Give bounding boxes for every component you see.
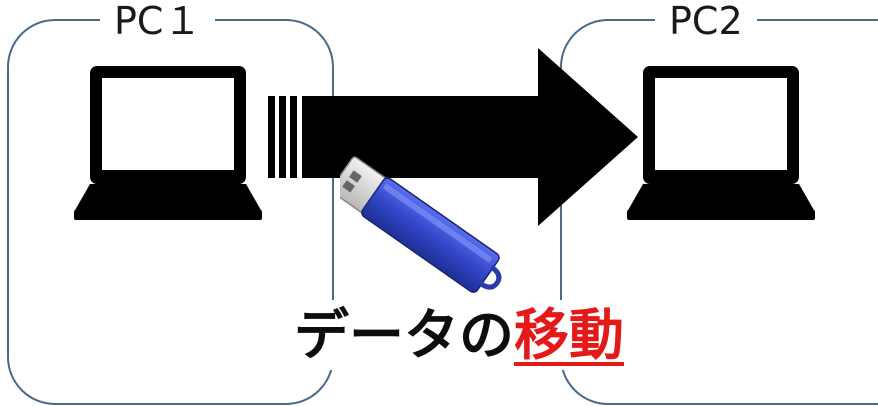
caption-main-text: データの	[294, 303, 515, 367]
pc1-label: PC１	[100, 0, 216, 46]
pc2-label: PC2	[655, 0, 757, 46]
laptop-icon	[627, 66, 815, 220]
caption-emphasis-text: 移動	[514, 303, 625, 367]
right-arrow-icon	[268, 48, 638, 226]
usb-flash-drive-icon	[340, 156, 502, 293]
laptop-icon	[74, 66, 262, 220]
caption: データの移動	[290, 300, 629, 370]
